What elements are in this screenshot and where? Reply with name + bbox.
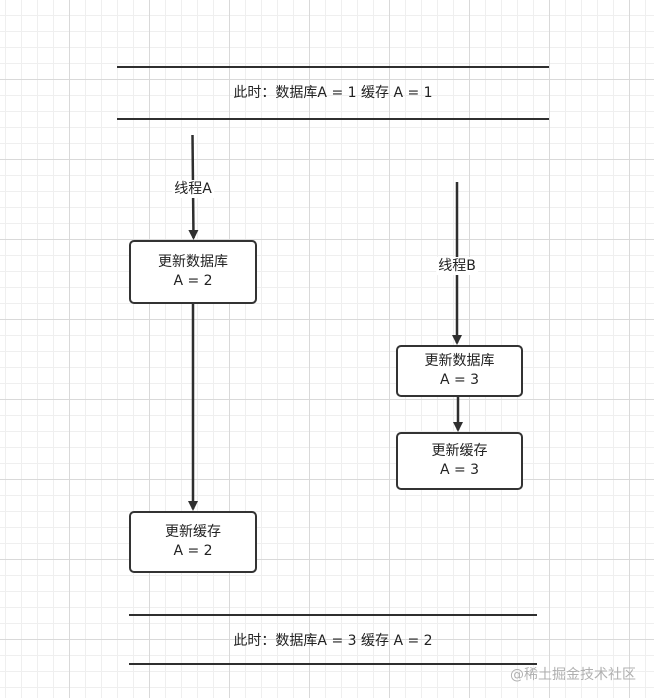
top-state-label: 此时：数据库A = 1 缓存 A = 1 — [233, 85, 433, 101]
bottom-state-line-lower — [129, 663, 537, 665]
thread-b-update-cache-node[interactable]: 更新缓存 A = 3 — [396, 432, 523, 490]
watermark-text: @稀土掘金技术社区 — [510, 667, 636, 683]
node-line-1: 更新缓存 — [165, 524, 221, 540]
node-line-2: A = 2 — [173, 543, 213, 559]
bottom-state-line-upper — [129, 614, 537, 616]
node-line-1: 更新数据库 — [424, 353, 495, 369]
node-line-2: A = 3 — [439, 372, 480, 388]
bottom-state-label: 此时：数据库A = 3 缓存 A = 2 — [233, 633, 433, 649]
top-state-line-lower — [117, 118, 549, 120]
thread-a-update-db-node[interactable]: 更新数据库 A = 2 — [129, 240, 257, 304]
node-line-1: 更新缓存 — [431, 443, 488, 459]
node-line-2: A = 2 — [173, 273, 213, 289]
thread-a-label: 线程A — [172, 180, 214, 198]
node-line-1: 更新数据库 — [158, 254, 228, 270]
top-state-line-upper — [117, 66, 549, 68]
thread-a-update-cache-node[interactable]: 更新缓存 A = 2 — [129, 511, 257, 573]
thread-b-update-db-node[interactable]: 更新数据库 A = 3 — [396, 345, 523, 397]
thread-b-label: 线程B — [436, 257, 478, 275]
node-line-2: A = 3 — [439, 462, 480, 478]
